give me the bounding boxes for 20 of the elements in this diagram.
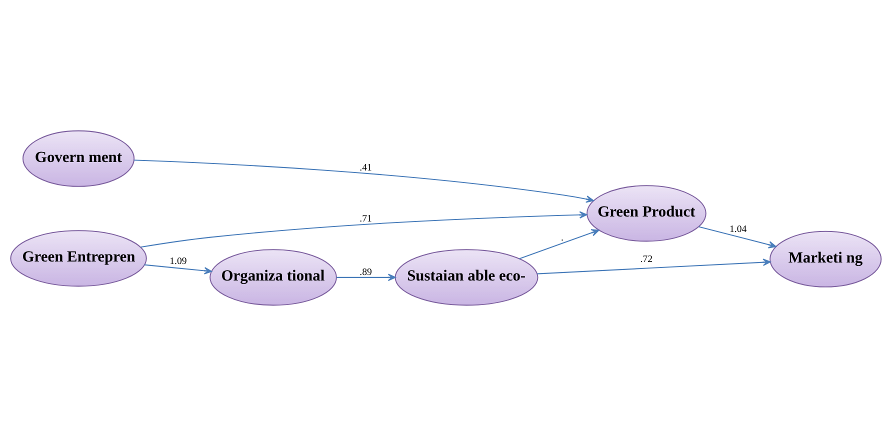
node-ellipse: Sustaian able eco- bbox=[394, 249, 538, 306]
arrow bbox=[698, 226, 776, 248]
node-ellipse: Govern ment bbox=[22, 130, 135, 187]
arrow bbox=[134, 160, 594, 203]
arrow bbox=[144, 264, 212, 274]
edge-label: .72 bbox=[640, 254, 653, 266]
node-ellipse: Marketi ng bbox=[770, 230, 882, 288]
node-ellipse: Organiza tional bbox=[210, 249, 337, 306]
arrow bbox=[140, 211, 588, 248]
edge-label: .71 bbox=[360, 213, 372, 224]
arrow bbox=[336, 274, 396, 282]
node-ellipse: Green Entrepren bbox=[10, 230, 147, 287]
edge-label: 1.09 bbox=[170, 256, 187, 268]
edge-label: .89 bbox=[360, 266, 372, 278]
arrow bbox=[537, 258, 771, 274]
arrow bbox=[519, 229, 600, 260]
edge-label: .41 bbox=[360, 162, 372, 174]
node-ellipse: Green Product bbox=[586, 185, 706, 242]
edge-label: 1.04 bbox=[729, 224, 747, 235]
edge-label: . bbox=[561, 232, 564, 244]
